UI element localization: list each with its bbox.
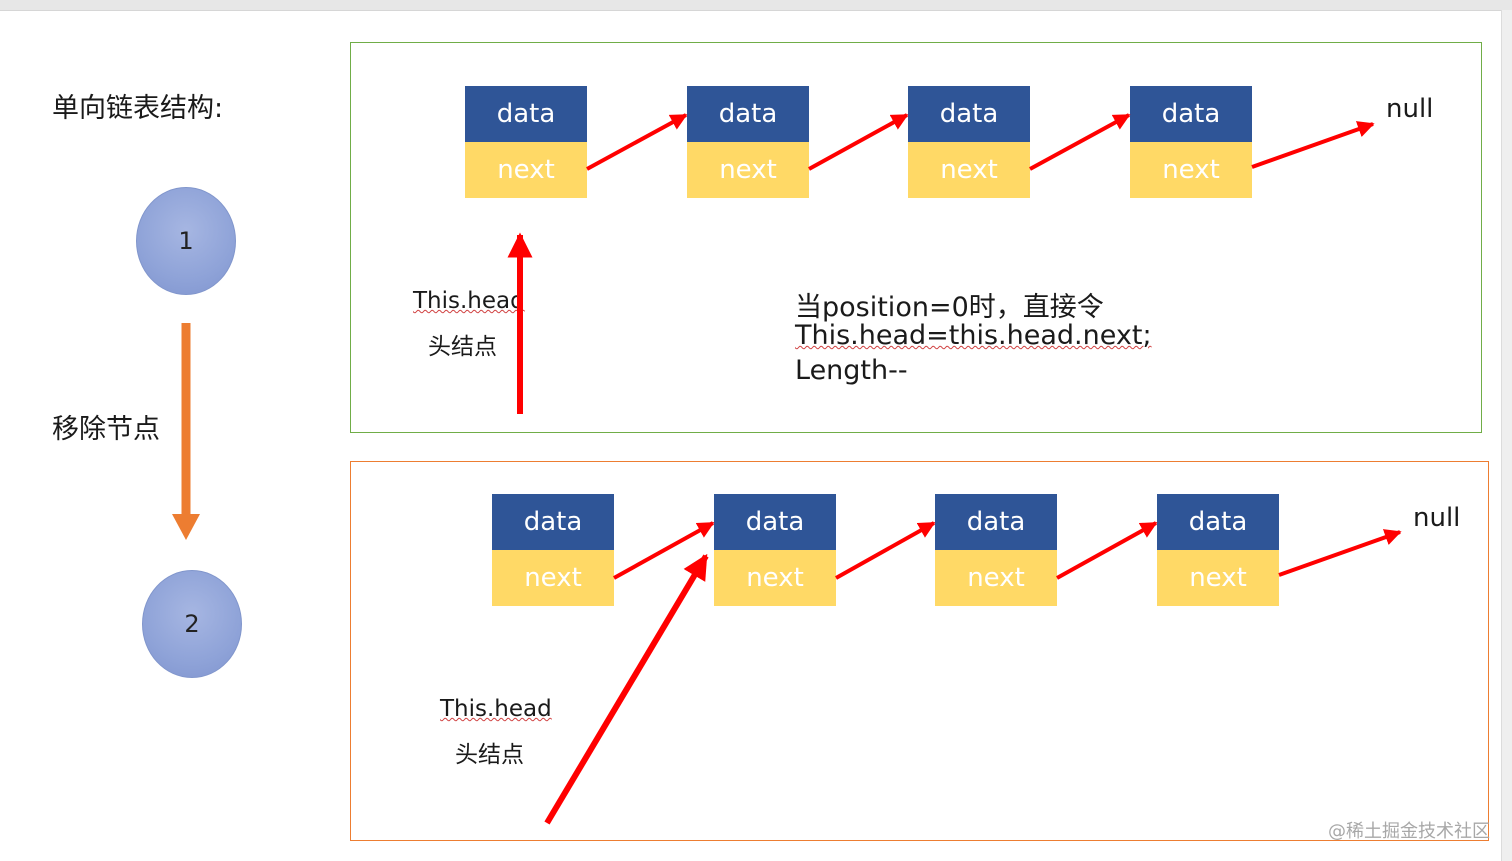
node-next-cell: next — [1157, 550, 1279, 606]
remove-node-label: 移除节点 — [52, 414, 160, 445]
panel-1-null-label: null — [1386, 94, 1434, 124]
node-data-cell: data — [935, 494, 1057, 550]
panel-1-head-sublabel: 头结点 — [428, 334, 497, 360]
panel-1-pointer-arrow — [586, 113, 688, 171]
panel-2-head-sublabel: 头结点 — [455, 742, 524, 768]
panel-2-pointer-arrow — [835, 521, 936, 580]
node-next-cell: next — [908, 142, 1030, 198]
panel-2-pointer-arrow — [613, 521, 715, 580]
panel-2-node-4: data next — [1157, 494, 1279, 606]
panel-1-node-4: data next — [1130, 86, 1252, 198]
node-data-cell: data — [908, 86, 1030, 142]
panel-1-node-3: data next — [908, 86, 1030, 198]
watermark: @稀土掘金技术社区 — [1328, 821, 1490, 842]
diagram-title: 单向链表结构: — [52, 93, 224, 124]
node-data-cell: data — [492, 494, 614, 550]
step-circle-1: 1 — [136, 187, 236, 295]
note-line-3: Length-- — [795, 355, 908, 386]
node-next-cell: next — [935, 550, 1057, 606]
node-next-cell: next — [492, 550, 614, 606]
window-scrollbar[interactable] — [1501, 10, 1512, 861]
node-data-cell: data — [714, 494, 836, 550]
panel-2-head-label: This.head — [440, 696, 552, 722]
node-next-cell: next — [714, 550, 836, 606]
node-next-cell: next — [465, 142, 587, 198]
panel-1-node-2: data next — [687, 86, 809, 198]
note-line-2: This.head=this.head.next; — [795, 320, 1152, 351]
node-next-cell: next — [687, 142, 809, 198]
node-data-cell: data — [465, 86, 587, 142]
step-circle-2: 2 — [142, 570, 242, 678]
step-flow-arrowhead — [172, 514, 200, 540]
step-number-2: 2 — [184, 610, 200, 638]
window-top-bar — [0, 0, 1512, 11]
panel-1-node-1: data next — [465, 86, 587, 198]
panel-1-null-arrow — [1251, 121, 1375, 169]
panel-2-node-1: data next — [492, 494, 614, 606]
panel-2-null-arrow — [1278, 529, 1402, 577]
panel-1-pointer-arrow — [1029, 113, 1131, 171]
panel-1-head-label: This.head — [413, 288, 525, 314]
step-number-1: 1 — [178, 227, 194, 255]
panel-2-node-3: data next — [935, 494, 1057, 606]
panel-2-head-arrow — [544, 553, 709, 825]
note-line-1: 当position=0时，直接令 — [795, 292, 1104, 323]
node-data-cell: data — [687, 86, 809, 142]
node-next-cell: next — [1130, 142, 1252, 198]
panel-1-pointer-arrow — [808, 113, 909, 171]
panel-2-pointer-arrow — [1056, 521, 1158, 580]
panel-2-null-label: null — [1413, 503, 1461, 533]
panel-2-node-2: data next — [714, 494, 836, 606]
node-data-cell: data — [1130, 86, 1252, 142]
node-data-cell: data — [1157, 494, 1279, 550]
